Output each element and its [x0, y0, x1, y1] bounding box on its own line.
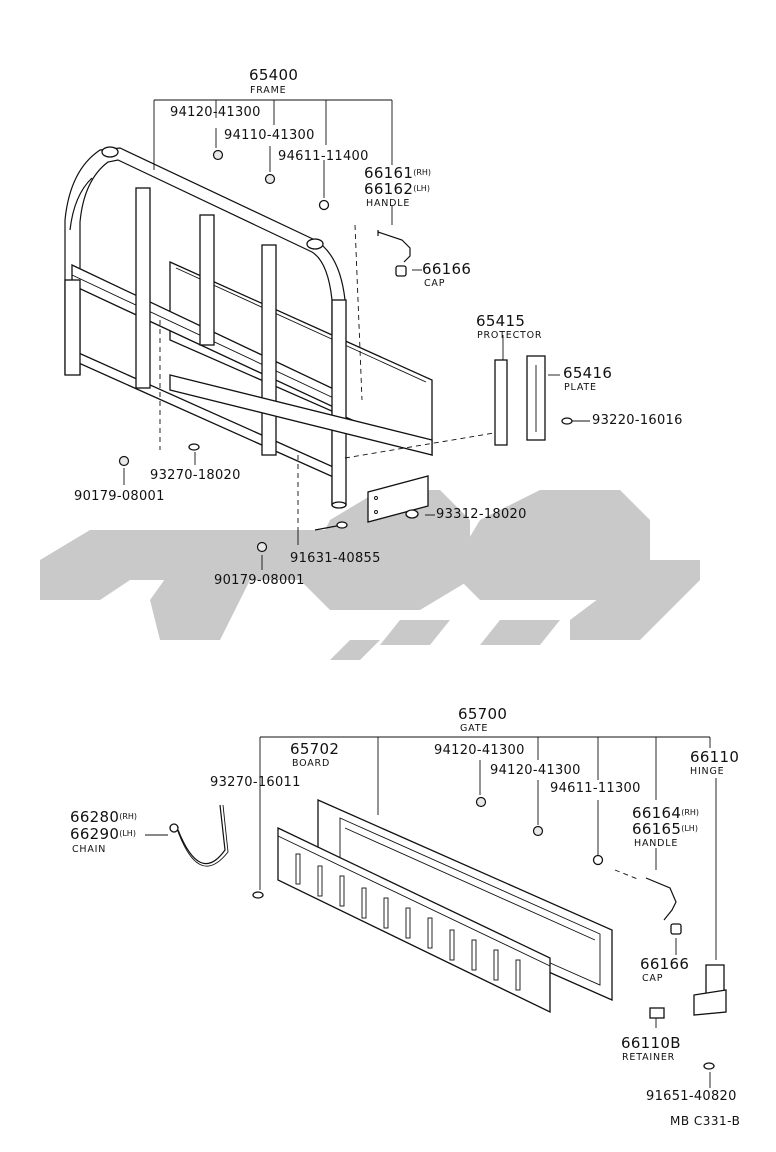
frame-assembly — [64, 146, 501, 530]
label-board-name: BOARD — [292, 758, 331, 769]
label-chain-name: CHAIN — [72, 844, 107, 855]
label-gate-bolt1: 91651-40820 — [646, 1089, 737, 1104]
label-gate-nut2: 94120-41300 — [490, 763, 581, 778]
label-gate-clip: 94611-11300 — [550, 781, 641, 796]
label-gate-name: GATE — [460, 723, 489, 734]
label-frame-screw3: 93312-18020 — [436, 507, 527, 522]
label-gate-cap-no: 66166 — [640, 955, 690, 973]
label-protector-no: 65415 — [476, 312, 526, 330]
label-retainer-name: RETAINER — [622, 1052, 676, 1063]
diagram-code: MB C331-B — [670, 1114, 741, 1128]
label-hinge-no: 66110 — [690, 748, 740, 766]
label-frame-bolt1: 91631-40855 — [290, 551, 381, 566]
label-chain-lh: 66290(LH) — [70, 825, 136, 843]
label-gate-cap-name: CAP — [642, 973, 664, 984]
label-plate-no: 65416 — [563, 364, 613, 382]
label-frame-cap-name: CAP — [424, 278, 446, 289]
board-assembly — [277, 826, 551, 1014]
label-frame-clip: 94611-11400 — [278, 149, 369, 164]
label-frame-cap-no: 66166 — [422, 260, 472, 278]
label-frame-name: FRAME — [250, 85, 287, 96]
label-plate-name: PLATE — [564, 382, 597, 393]
label-gate-screw1: 93270-16011 — [210, 775, 301, 790]
label-frame-nut1: 94120-41300 — [170, 105, 261, 120]
label-gate-nut1: 94120-41300 — [434, 743, 525, 758]
label-frame-handle-rh: 66161(RH) — [364, 164, 432, 182]
label-gate-handle-name: HANDLE — [634, 838, 679, 849]
label-retainer-no: 66110B — [621, 1034, 681, 1052]
label-gate-no: 65700 — [458, 705, 508, 723]
label-board-no: 65702 — [290, 740, 340, 758]
frame-leader-lines — [123, 99, 590, 570]
label-frame-nut3: 90179-08001 — [74, 489, 165, 504]
label-protector-name: PROTECTOR — [477, 330, 543, 341]
label-frame-screw1: 93220-16016 — [592, 413, 683, 428]
label-frame-handle-lh: 66162(LH) — [364, 180, 430, 198]
label-hinge-name: HINGE — [690, 766, 725, 777]
label-frame-no: 65400 — [249, 66, 299, 84]
label-gate-handle-lh: 66165(LH) — [632, 820, 698, 838]
label-frame-handle-name: HANDLE — [366, 198, 411, 209]
board-slots — [295, 853, 521, 991]
label-frame-nut2: 94110-41300 — [224, 128, 315, 143]
watermark-logo — [40, 490, 700, 660]
label-frame-nut4: 90179-08001 — [214, 573, 305, 588]
gate-leader-lines — [145, 736, 717, 1088]
gate-small-parts — [169, 796, 727, 1070]
label-frame-screw2: 93270-18020 — [150, 468, 241, 483]
label-chain-rh: 66280(RH) — [70, 808, 138, 826]
frame-small-parts — [118, 149, 573, 553]
label-gate-handle-rh: 66164(RH) — [632, 804, 700, 822]
